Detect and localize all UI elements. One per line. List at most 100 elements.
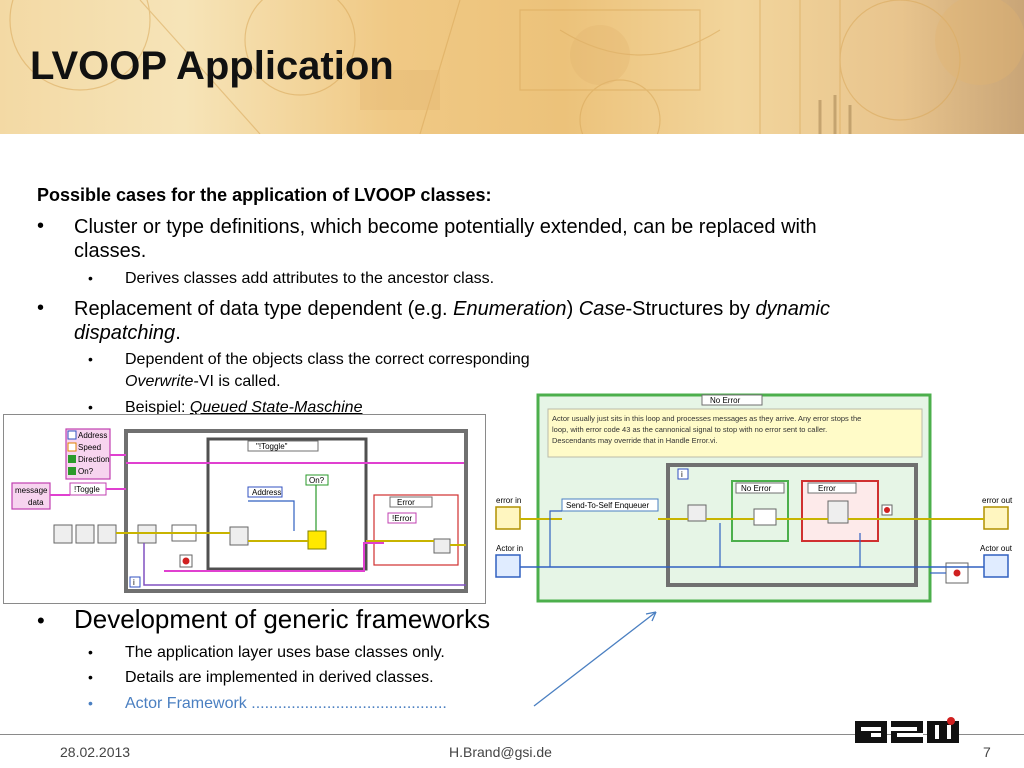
bullet-1-line-2: classes.: [74, 240, 147, 262]
comment-line-1: Actor usually just sits in this loop and…: [552, 414, 861, 423]
error-in-label: error in: [496, 496, 521, 505]
error-case-label: Error: [397, 498, 415, 507]
slide-title: LVOOP Application: [30, 44, 394, 88]
text: ): [566, 298, 579, 320]
error-string-constant: [387, 512, 417, 524]
subvi-icon: [687, 504, 707, 522]
comment-box: [547, 408, 923, 458]
emphasis[interactable]: Queued State-Maschine: [189, 399, 363, 416]
error-out-label: error out: [982, 496, 1013, 505]
queued-state-machine-diagram: Address Speed Direction On? message data…: [3, 414, 486, 604]
text: .: [175, 322, 181, 344]
error-out-terminal[interactable]: [983, 506, 1009, 530]
text: Beispiel:: [125, 399, 190, 416]
actor-core-diagram: No Error Actor usually just sits in this…: [490, 393, 1024, 607]
iteration-label: i: [133, 578, 135, 587]
number-icon: [67, 430, 77, 440]
bullet-2-line-1: Replacement of data type dependent (e.g.…: [74, 297, 830, 321]
case-selector[interactable]: [247, 440, 319, 452]
emphasis: Overwrite: [125, 373, 194, 390]
error-case-structure: [373, 494, 459, 566]
bullet-dot: •: [37, 608, 45, 633]
bullet-2-sub-1-line-1: Dependent of the objects class the corre…: [125, 351, 530, 368]
emphasis: Case: [578, 298, 626, 320]
cluster-item-direction: Direction: [78, 455, 110, 464]
bullet-2-sub-2: Beispiel: Queued State-Maschine: [125, 397, 362, 418]
stop-dot-icon: [884, 507, 890, 513]
comment-line-2: loop, with error code 43 as the cannonic…: [552, 425, 827, 434]
page-number: 7: [983, 744, 991, 760]
message-cluster: [11, 482, 51, 510]
toggle-const-text: !Toggle: [74, 485, 100, 494]
iteration-icon: [129, 576, 141, 588]
text: -Structures by: [625, 298, 756, 320]
text: Replacement of data type dependent (e.g.: [74, 298, 454, 320]
address-unbundle: [247, 486, 283, 498]
footer-divider: [0, 734, 1024, 735]
sub-bullet-dot: •: [88, 270, 93, 286]
stop-dot-icon: [182, 557, 190, 565]
address-label: Address: [252, 488, 281, 497]
sub-bullet-dot: •: [88, 351, 93, 367]
error-case-selector[interactable]: [389, 496, 433, 508]
inner-case-label: No Error: [741, 484, 772, 493]
actor-out-label: Actor out: [980, 544, 1013, 553]
enqueuer-label: Send-To-Self Enqueuer: [566, 501, 650, 510]
cluster-item-address: Address: [78, 431, 107, 440]
footer-email: H.Brand@gsi.de: [449, 744, 552, 760]
bullet-3-sub-1: The application layer uses base classes …: [125, 644, 445, 661]
inner-case-selector[interactable]: [735, 482, 785, 494]
footer-date: 28.02.2013: [60, 744, 131, 760]
select-node: [307, 530, 327, 550]
subvi-icon: [827, 500, 849, 524]
emphasis: Enumeration: [453, 298, 567, 320]
case-selector-label: No Error: [710, 396, 741, 405]
section-heading: Possible cases for the application of LV…: [37, 185, 492, 205]
cluster-item-on: On?: [78, 467, 94, 476]
data-label: data: [28, 498, 44, 507]
bullet-1-sub-1: Derives classes add attributes to the an…: [125, 270, 495, 287]
case-structure: [206, 437, 368, 571]
cluster-item-speed: Speed: [78, 443, 101, 452]
bullet-dot: •: [37, 297, 45, 319]
while-loop: [124, 429, 468, 593]
subvi-icon: [97, 524, 117, 544]
gsi-logo: [855, 717, 959, 743]
header-banner: LVOOP Application: [0, 0, 1024, 134]
iteration-label: i: [681, 470, 683, 479]
boolean-icon: [68, 455, 76, 463]
enqueuer-node: [561, 498, 659, 512]
subvi-icon: [433, 538, 451, 554]
inner-case-label: Error: [818, 484, 836, 493]
bullet-3-text: Development of generic frameworks: [74, 604, 491, 634]
subvi-icon: [229, 526, 249, 546]
actor-out-terminal[interactable]: [983, 554, 1009, 578]
bullet-2-line-2: dispatching.: [74, 321, 181, 345]
message-label: message: [15, 486, 48, 495]
inner-case-selector[interactable]: [807, 482, 857, 494]
error-in-terminal[interactable]: [495, 506, 521, 530]
actor-in-terminal[interactable]: [495, 554, 521, 578]
on-label: On?: [309, 476, 325, 485]
error-const-text: !Error: [392, 514, 412, 523]
number-icon: [67, 442, 77, 452]
stop-dot-icon: [953, 569, 961, 577]
banner-decoration: [9, 0, 1024, 134]
subvi-icon: [75, 524, 95, 544]
bullet-2-sub-1-line-2: Overwrite-VI is called.: [125, 371, 281, 392]
bullet-1-line-1: Cluster or type definitions, which becom…: [74, 216, 817, 238]
sub-bullet-dot: •: [88, 399, 93, 415]
iteration-icon: [677, 468, 689, 480]
text: -VI is called.: [193, 373, 281, 390]
sub-bullet-dot: •: [88, 644, 93, 660]
pointer-arrow: [533, 611, 657, 707]
emphasis: dynamic: [755, 298, 831, 320]
block-diagram-left: Address Speed Direction On? message data…: [11, 428, 468, 593]
comment-line-3: Descendants may override that in Handle …: [552, 436, 718, 445]
case-selector[interactable]: [701, 394, 763, 406]
sub-bullet-dot: •: [88, 695, 93, 711]
emphasis: dispatching: [74, 322, 176, 344]
on-unbundle: [305, 474, 329, 486]
actor-in-label: Actor in: [496, 544, 523, 553]
actor-framework-link[interactable]: Actor Framework ........................…: [125, 695, 447, 712]
